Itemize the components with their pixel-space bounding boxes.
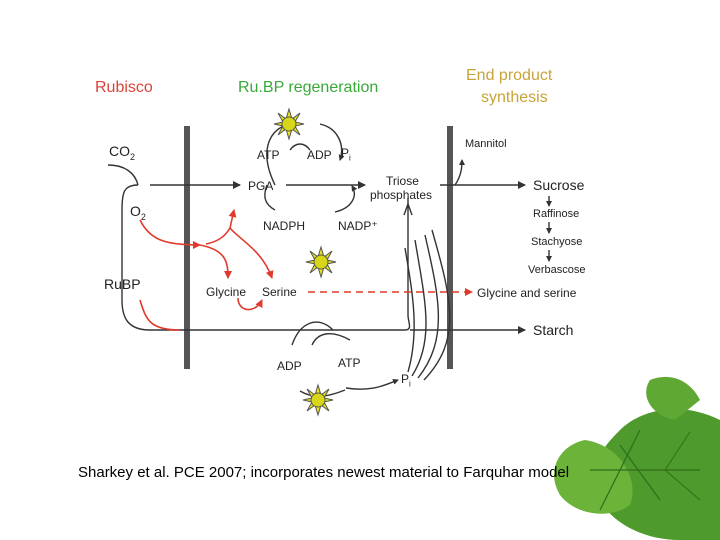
leaf-decoration (554, 376, 720, 540)
pi-top-label: Pi (341, 146, 351, 163)
end-product-header-line2: synthesis (481, 89, 548, 106)
rubp-label: RuBP (104, 276, 141, 292)
atp-bottom-label: ATP (338, 356, 361, 370)
mannitol-label: Mannitol (465, 138, 507, 150)
adp-bottom-label: ADP (277, 359, 302, 373)
photorespiration-paths (139, 209, 473, 331)
adp-top-label: ADP (307, 148, 332, 162)
calvin-cycle-paths (107, 123, 413, 397)
sucrose-label: Sucrose (533, 177, 585, 193)
glycine-serine-label: Glycine and serine (477, 286, 577, 300)
triose-label-line2: phosphates (370, 188, 433, 202)
stachyose-label: Stachyose (531, 236, 583, 248)
sun-icon (273, 108, 305, 140)
membrane-bar-left (184, 126, 190, 369)
rubisco-header: Rubisco (95, 79, 153, 96)
serine-label: Serine (262, 285, 297, 299)
pi-bottom-label: Pi (401, 372, 411, 389)
triose-label-line1: Triose (386, 174, 419, 188)
co2-label: CO2 (109, 143, 136, 162)
glycine-label: Glycine (206, 285, 247, 299)
sun-icon (305, 246, 337, 278)
end-product-arrows (345, 159, 552, 390)
end-product-header-line1: End product (466, 67, 553, 84)
atp-top-label: ATP (257, 148, 280, 162)
raffinose-label: Raffinose (533, 208, 580, 220)
nadph-label: NADPH (263, 219, 306, 233)
nadp-label: NADP⁺ (338, 219, 378, 233)
citation-caption: Sharkey et al. PCE 2007; incorporates ne… (78, 464, 570, 481)
pga-label: PGA (248, 179, 274, 193)
rubp-regeneration-header: Ru.BP regeneration (238, 79, 379, 96)
o2-label: O2 (130, 203, 146, 222)
sun-icon (302, 384, 334, 416)
verbascose-label: Verbascose (528, 264, 586, 276)
membrane-bar-right (447, 126, 453, 369)
starch-label: Starch (533, 322, 574, 338)
